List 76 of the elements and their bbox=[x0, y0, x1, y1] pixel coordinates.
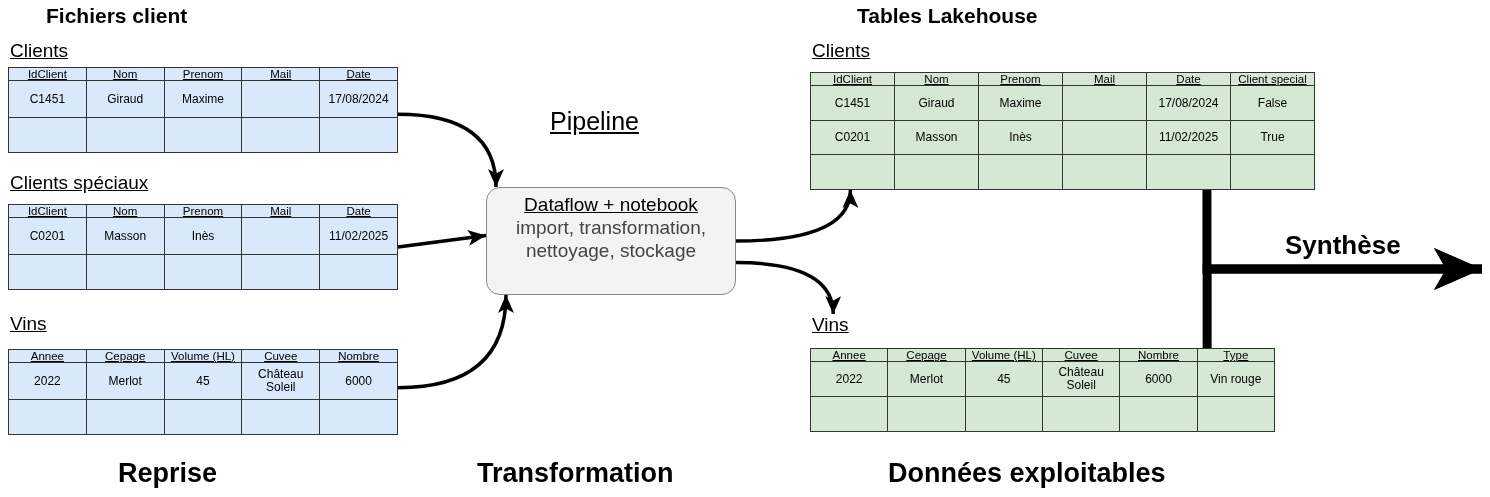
table-cell: Château Soleil bbox=[241, 362, 320, 400]
process-subtitle: Dataflow + notebook bbox=[524, 194, 698, 216]
column-header-cell: IdClient bbox=[8, 204, 87, 218]
column-header-cell: IdClient bbox=[810, 72, 895, 86]
column-header-cell: Annee bbox=[810, 348, 888, 362]
table-cell: 2022 bbox=[8, 362, 87, 400]
table-cell: 11/02/2025 bbox=[319, 217, 398, 255]
table-cell: 45 bbox=[965, 361, 1043, 397]
column-header-cell: Type bbox=[1197, 348, 1275, 362]
table-cell: False bbox=[1230, 85, 1315, 121]
edge-label: Synthèse bbox=[1285, 230, 1401, 261]
arrow bbox=[735, 189, 857, 243]
arrow bbox=[397, 230, 487, 249]
column-header-cell: Nombre bbox=[319, 349, 398, 363]
column-header-cell: Mail bbox=[241, 204, 320, 218]
column-header-cell: Nombre bbox=[1119, 348, 1198, 362]
table-cell: Vin rouge bbox=[1197, 361, 1275, 397]
table-cell: True bbox=[1230, 120, 1315, 155]
column-header-cell: Nom bbox=[894, 72, 979, 86]
process-description: import, transformation, nettoyage, stockage bbox=[514, 216, 708, 262]
table-cell: C0201 bbox=[810, 120, 895, 155]
table-cell: Maxime bbox=[978, 85, 1063, 121]
column-header-cell: Cuvee bbox=[1042, 348, 1120, 362]
column-header-cell: Date bbox=[319, 67, 398, 81]
stage-label: Transformation bbox=[477, 458, 674, 489]
stage-label: Données exploitables bbox=[888, 458, 1166, 489]
column-header-cell: Cuvee bbox=[241, 349, 320, 363]
column-header-cell: IdClient bbox=[8, 67, 87, 81]
column-header-cell: Prenom bbox=[164, 204, 242, 218]
table-title: Clients bbox=[10, 40, 69, 62]
table-cell: C1451 bbox=[8, 80, 87, 118]
table-cell: 2022 bbox=[810, 361, 888, 397]
section-heading: Pipeline bbox=[550, 107, 639, 136]
column-header-cell: Volume (HL) bbox=[965, 348, 1043, 362]
table-title: Vins bbox=[10, 313, 47, 335]
table-cell: Château Soleil bbox=[1042, 361, 1120, 397]
column-header-cell: Annee bbox=[8, 349, 87, 363]
table-cell: Giraud bbox=[86, 80, 165, 118]
table-cell: Inès bbox=[978, 120, 1063, 155]
table-title: Clients spéciaux bbox=[10, 172, 149, 194]
table-cell: 17/08/2024 bbox=[1146, 85, 1231, 121]
table-cell: C1451 bbox=[810, 85, 895, 121]
table-cell: Maxime bbox=[164, 80, 242, 118]
column-header-cell: Prenom bbox=[978, 72, 1063, 86]
group-heading: Fichiers client bbox=[46, 4, 188, 28]
column-header-cell: Cepage bbox=[86, 349, 165, 363]
column-header-cell: Mail bbox=[1062, 72, 1147, 86]
column-header-cell: Cepage bbox=[887, 348, 966, 362]
column-header-cell: Volume (HL) bbox=[164, 349, 242, 363]
arrow bbox=[735, 260, 840, 315]
table-cell: Masson bbox=[894, 120, 979, 155]
column-header-cell: Date bbox=[1146, 72, 1231, 86]
table-cell: 45 bbox=[164, 362, 242, 400]
table-cell: Merlot bbox=[86, 362, 165, 400]
table-cell: Inès bbox=[164, 217, 242, 255]
table-title: Clients bbox=[812, 40, 871, 62]
table-cell: Masson bbox=[86, 217, 165, 255]
column-header-cell: Mail bbox=[241, 67, 320, 81]
table-cell: 6000 bbox=[1119, 361, 1198, 397]
column-header-cell: Nom bbox=[86, 204, 165, 218]
table-cell: 6000 bbox=[319, 362, 398, 400]
stage-label: Reprise bbox=[118, 458, 218, 489]
column-header-cell: Date bbox=[319, 204, 398, 218]
table-title: Vins bbox=[812, 314, 849, 336]
column-header-cell: Nom bbox=[86, 67, 165, 81]
arrow bbox=[397, 112, 503, 188]
arrow bbox=[397, 294, 514, 390]
table-cell: 11/02/2025 bbox=[1146, 120, 1231, 155]
column-header-cell: Client special bbox=[1230, 72, 1315, 86]
table-cell: C0201 bbox=[8, 217, 87, 255]
thick-arrow bbox=[1202, 248, 1482, 348]
group-heading: Tables Lakehouse bbox=[857, 4, 1038, 28]
table-cell: Merlot bbox=[887, 361, 966, 397]
table-cell: Giraud bbox=[894, 85, 979, 121]
table-cell: 17/08/2024 bbox=[319, 80, 398, 118]
column-header-cell: Prenom bbox=[164, 67, 242, 81]
